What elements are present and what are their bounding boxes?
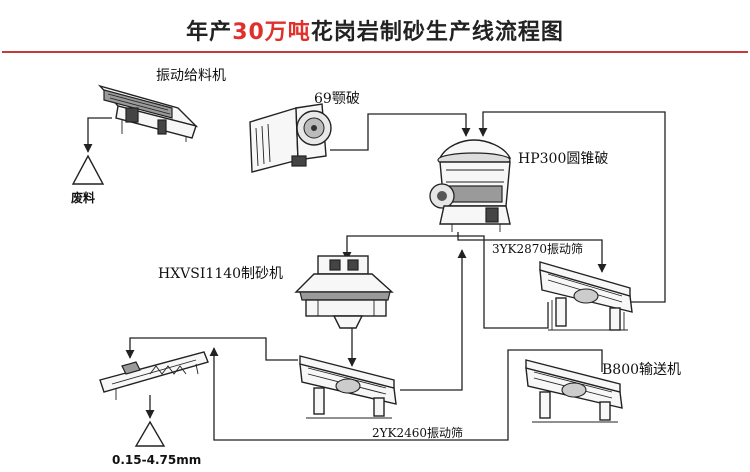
screen-2yk2460-machine — [299, 355, 397, 419]
cone-crusher-machine — [429, 139, 512, 232]
label-product-size: 0.15-4.75mm — [112, 453, 201, 467]
flow-screen3yk-return-to-cone — [478, 111, 666, 303]
flow-screen2yk-return-to-sandmaker — [400, 249, 467, 391]
title-underline — [2, 51, 748, 53]
label-waste: 废料 — [71, 190, 95, 205]
sand-washer-machine — [99, 351, 209, 400]
flow-jaw-to-cone — [330, 113, 471, 151]
label-conveyor-b800: B800输送机 — [602, 362, 681, 378]
vibrating-feeder-machine — [97, 84, 199, 142]
label-screen-2yk2460: 2YK2460振动筛 — [372, 425, 463, 440]
title-prefix: 年产 — [186, 20, 233, 45]
label-screen-3yk2870: 3YK2870振动筛 — [492, 241, 583, 256]
sand-maker-machine — [294, 255, 394, 329]
conveyor-b800-machine — [525, 359, 623, 423]
label-cone-crusher: HP300圆锥破 — [518, 151, 608, 167]
screen-3yk2870-machine — [539, 261, 633, 331]
diagram-title: 年产30万吨花岗岩制砂生产线流程图 — [0, 14, 750, 46]
label-sand-maker: HXVSI1140制砂机 — [158, 266, 283, 282]
flow-screen2yk-to-washer — [125, 337, 298, 361]
label-jaw-crusher: 69颚破 — [314, 91, 360, 107]
title-highlight: 30万吨 — [232, 20, 311, 45]
title-suffix: 花岗岩制砂生产线流程图 — [310, 20, 564, 45]
label-vibrating-feeder: 振动给料机 — [156, 68, 226, 84]
waste-pile-icon — [71, 154, 105, 185]
flow-feeder-to-waste — [83, 117, 112, 153]
flow-lines — [83, 111, 666, 441]
flow-screen3yk-to-sandmaker — [342, 235, 549, 329]
flow-conveyor-to-screen2yk — [209, 347, 603, 441]
jaw-crusher-machine — [249, 103, 332, 173]
product-pile-icon — [134, 420, 166, 447]
